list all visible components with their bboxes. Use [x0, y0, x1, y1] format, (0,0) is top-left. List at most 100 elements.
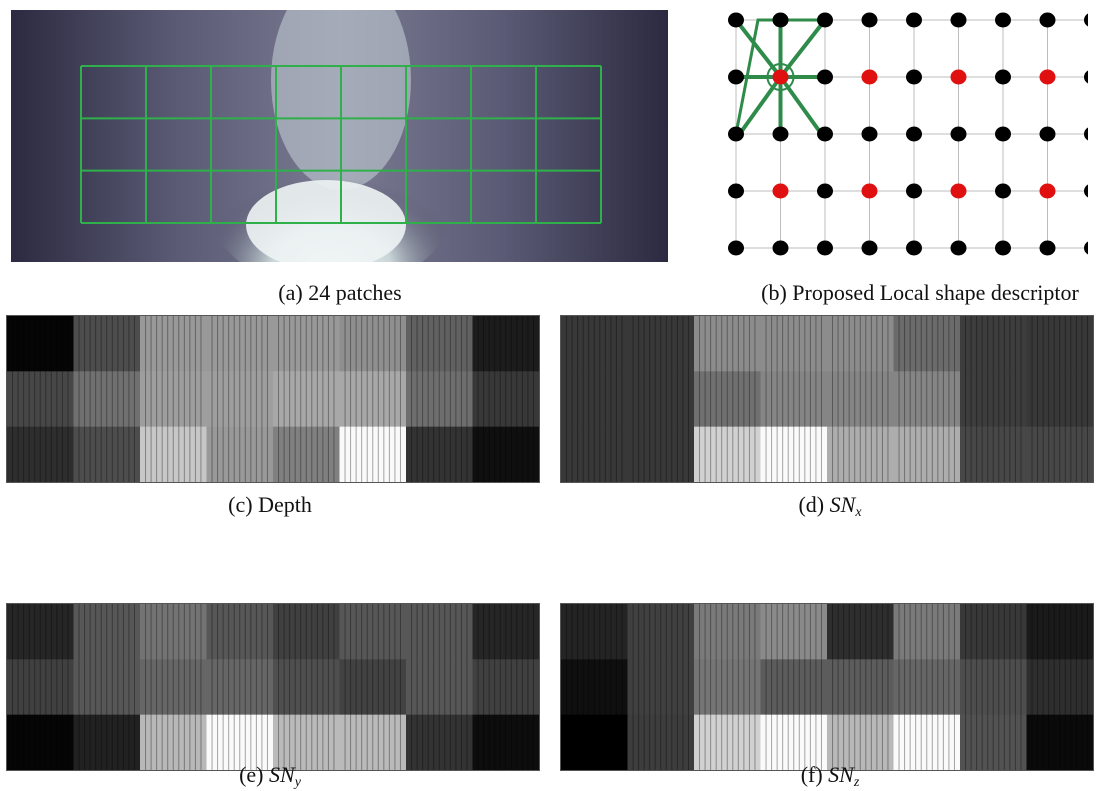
feature-patch: [206, 659, 274, 716]
descriptor-center-point: [950, 183, 967, 199]
lattice-point: [995, 69, 1011, 85]
nose-depth-image: [11, 0, 668, 290]
feature-patch: [1026, 604, 1094, 660]
lattice-point: [1084, 183, 1100, 199]
feature-patch: [206, 316, 274, 372]
feature-patch: [7, 371, 74, 428]
feature-patch: [73, 714, 141, 771]
lattice-point: [1084, 126, 1100, 142]
descriptor-center-point: [861, 183, 878, 199]
feature-patch: [694, 316, 761, 372]
lattice-point: [1039, 12, 1056, 28]
caption-d: (d) SNx: [700, 492, 960, 521]
descriptor-center-point: [1039, 183, 1056, 199]
feature-patch: [206, 371, 274, 428]
feature-patch: [472, 659, 540, 716]
feature-patch: [339, 714, 407, 771]
feature-patch: [273, 371, 340, 428]
caption-d-main: SN: [829, 492, 856, 517]
caption-f-prefix: (f): [800, 762, 829, 787]
feature-patch: [7, 426, 74, 483]
lattice-point: [728, 240, 744, 256]
feature-patch: [627, 316, 695, 372]
feature-patch: [273, 714, 340, 771]
feature-patch: [273, 426, 340, 483]
feature-patch: [960, 604, 1027, 660]
feature-patch: [694, 371, 761, 428]
neighborhood-edge: [734, 18, 825, 135]
feature-patch: [206, 714, 274, 771]
descriptor-center-point: [950, 69, 967, 85]
descriptor-center-point: [772, 183, 789, 199]
feature-patch: [893, 371, 961, 428]
snz-feature-map: [560, 603, 1094, 771]
caption-a: (a) 24 patches: [278, 280, 402, 305]
feature-patch: [140, 316, 207, 372]
feature-patch: [960, 316, 1027, 372]
feature-patch: [760, 316, 828, 372]
lattice-point: [950, 126, 967, 142]
feature-patch: [339, 316, 407, 372]
neighborhood-edge: [778, 18, 827, 79]
lattice-point: [772, 126, 789, 142]
feature-patch: [406, 659, 473, 716]
feature-patch: [960, 714, 1027, 771]
lattice-point: [995, 12, 1011, 28]
lattice-point: [1084, 69, 1100, 85]
feature-patch: [73, 371, 141, 428]
feature-patch: [206, 426, 274, 483]
descriptor-center-point: [1039, 69, 1056, 85]
feature-patch: [406, 316, 473, 372]
feature-patch: [627, 371, 695, 428]
descriptor-center-point: [772, 69, 789, 85]
lattice-point: [728, 126, 744, 142]
feature-patch: [339, 371, 407, 428]
lattice-point: [817, 240, 833, 256]
feature-patch: [694, 714, 761, 771]
feature-patch: [893, 604, 961, 660]
feature-patch: [760, 371, 828, 428]
lattice-point: [1039, 126, 1056, 142]
lattice-point: [950, 240, 967, 256]
feature-patch: [73, 604, 141, 660]
feature-patch: [561, 659, 628, 716]
feature-patch: [73, 316, 141, 372]
neighborhood-ring: [766, 63, 795, 91]
neighborhood-edge: [734, 18, 783, 79]
feature-patch: [140, 604, 207, 660]
caption-b: (b) Proposed Local shape descriptor: [761, 280, 1079, 305]
feature-patch: [694, 426, 761, 483]
feature-patch: [893, 316, 961, 372]
feature-patch: [627, 604, 695, 660]
feature-patch: [273, 316, 340, 372]
lattice-point: [817, 69, 833, 85]
feature-patch: [140, 714, 207, 771]
lattice-point: [817, 183, 833, 199]
depth-feature-map: [6, 315, 540, 483]
feature-patch: [1026, 371, 1094, 428]
feature-patch: [561, 714, 628, 771]
feature-patch: [472, 316, 540, 372]
feature-patch: [1026, 426, 1094, 483]
lattice-point: [728, 69, 744, 85]
feature-patch: [1026, 316, 1094, 372]
feature-patch: [73, 659, 141, 716]
feature-patch: [893, 426, 961, 483]
snx-feature-map: [560, 315, 1094, 483]
caption-e-main: SN: [269, 762, 295, 787]
lattice-point: [728, 12, 744, 28]
lattice-point: [995, 126, 1011, 142]
feature-patch: [627, 714, 695, 771]
lattice-point: [1039, 240, 1056, 256]
feature-patch: [140, 659, 207, 716]
caption-f-main: SN: [828, 762, 854, 787]
sny-feature-map: [6, 603, 540, 771]
feature-patch: [273, 659, 340, 716]
feature-patch: [760, 659, 828, 716]
caption-f: (f) SNz: [700, 762, 960, 791]
lattice-point: [950, 12, 967, 28]
lattice-point: [906, 126, 922, 142]
feature-patch: [339, 659, 407, 716]
feature-patch: [273, 604, 340, 660]
lattice-point: [861, 240, 878, 256]
